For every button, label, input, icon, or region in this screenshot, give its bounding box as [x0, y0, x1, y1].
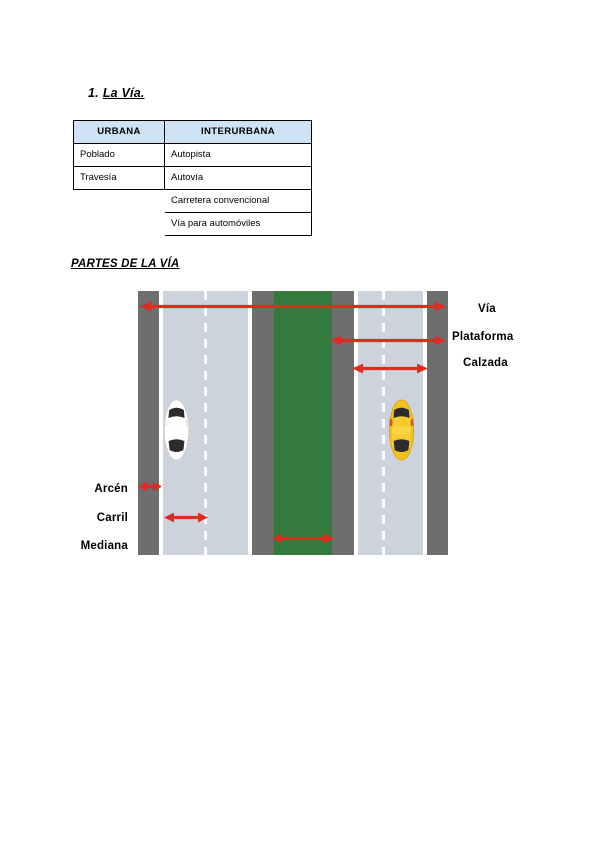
label-plataforma: Plataforma	[452, 331, 514, 343]
section-title: La Vía.	[102, 86, 145, 100]
arrow-calzada	[352, 363, 428, 374]
left-edge-line	[159, 291, 163, 555]
table-cell-urbana-empty	[73, 212, 165, 236]
arrow-plataforma	[330, 335, 446, 346]
section-heading: 1.La Vía.	[88, 86, 145, 100]
right-shoulder	[427, 291, 448, 555]
table-cell-interurbana: Autovía	[164, 166, 312, 190]
table-row: Carretera convencional	[73, 189, 312, 213]
table-row: Travesía Autovía	[73, 166, 312, 190]
diagram-heading: PARTES DE LA VÍA	[71, 258, 180, 270]
label-carril: Carril	[96, 512, 128, 524]
left-shoulder	[138, 291, 159, 555]
right-inner-shoulder	[332, 291, 354, 555]
yellow-car	[388, 399, 415, 461]
table-cell-interurbana: Carretera convencional	[164, 189, 312, 213]
table-cell-urbana-empty	[73, 189, 165, 213]
table-cell-urbana: Travesía	[73, 166, 165, 190]
table-header-row: URBANA INTERURBANA	[73, 120, 312, 144]
table-cell-interurbana: Autopista	[164, 143, 312, 167]
white-car	[163, 399, 190, 461]
road-cross-section-diagram	[138, 291, 448, 555]
left-inner-shoulder	[252, 291, 274, 555]
label-via: Vía	[478, 303, 496, 315]
arrow-carril	[164, 512, 208, 523]
table-row: Poblado Autopista	[73, 143, 312, 167]
left-inner-edge-line	[248, 291, 252, 555]
table-row: Vía para automóviles	[73, 212, 312, 236]
arrow-mediana	[272, 533, 334, 544]
section-number: 1.	[88, 86, 99, 100]
label-calzada: Calzada	[463, 357, 508, 369]
table-header-interurbana: INTERURBANA	[164, 120, 312, 144]
table-cell-interurbana: Vía para automóviles	[164, 212, 312, 236]
median-strip	[274, 291, 332, 555]
label-arcen: Arcén	[94, 483, 128, 495]
label-mediana: Mediana	[80, 540, 128, 552]
table-cell-urbana: Poblado	[73, 143, 165, 167]
right-edge-line	[423, 291, 427, 555]
table-header-urbana: URBANA	[73, 120, 165, 144]
road-types-table: URBANA INTERURBANA Poblado Autopista Tra…	[73, 120, 312, 236]
left-lane-divider-dashed-line	[204, 291, 207, 555]
right-lane-divider-dashed-line	[382, 291, 385, 555]
right-inner-edge-line	[354, 291, 358, 555]
arrow-via	[140, 301, 446, 312]
arrow-arcen	[138, 481, 162, 492]
